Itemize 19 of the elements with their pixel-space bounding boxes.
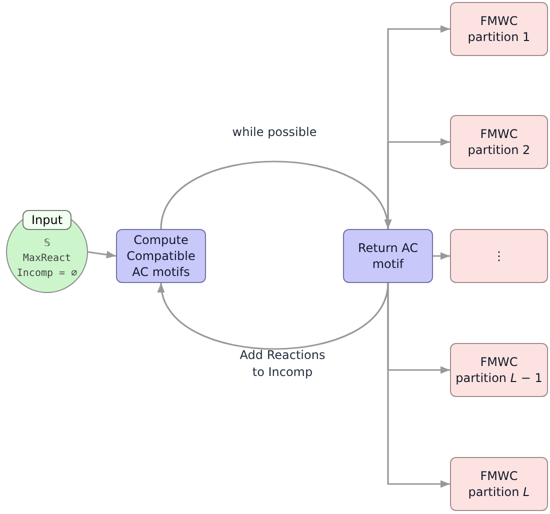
process-box: Compute Compatible AC motifs (116, 229, 206, 283)
process-box: Return AC motif (343, 229, 433, 283)
arrow (387, 138, 450, 229)
arrow (159, 282, 389, 350)
input-variable: 𝕊 (44, 236, 50, 250)
arrow (88, 250, 116, 258)
partition-box: FMWC partition 2 (450, 115, 548, 169)
partition-box: FMWC partition L (450, 457, 548, 511)
partition-box: ⋮ (450, 229, 548, 283)
input-tag: Input (22, 210, 72, 230)
edge-label: Add Reactions to Incomp (238, 347, 326, 381)
input-variable: MaxReact (22, 252, 72, 266)
arrow (387, 283, 450, 488)
arrow (433, 252, 450, 260)
partition-box: FMWC partition 1 (450, 2, 548, 56)
input-variable: Incomp = ∅ (16, 266, 78, 280)
arrow (160, 160, 390, 230)
partition-box: FMWC partition L − 1 (450, 343, 548, 397)
edge-label: while possible (231, 124, 318, 141)
